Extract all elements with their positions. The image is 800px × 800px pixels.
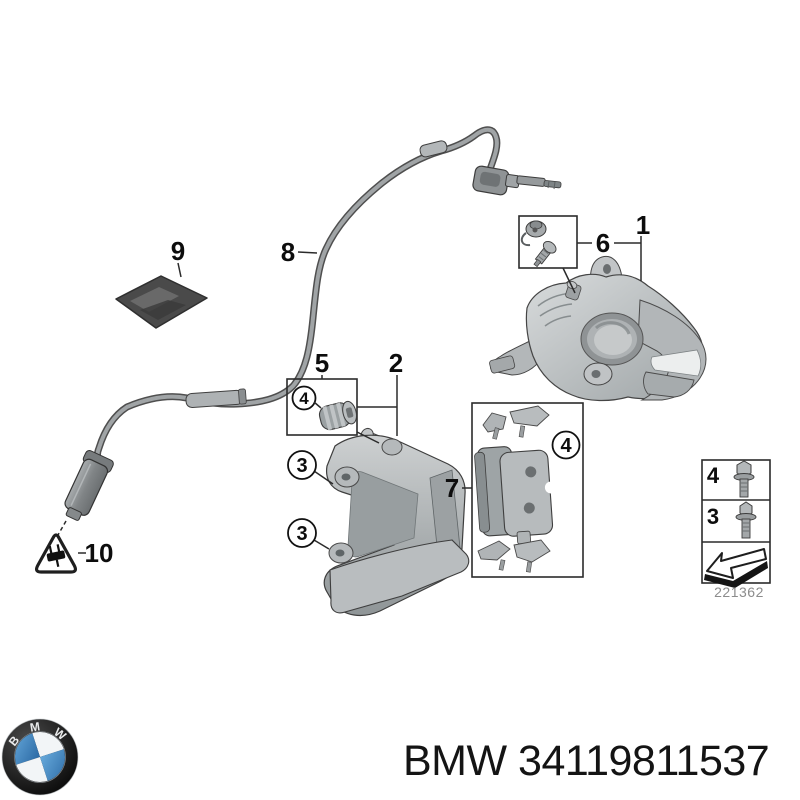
callout-9: 9 xyxy=(171,236,185,266)
logo-quadrants xyxy=(15,732,66,782)
bleeder-cap xyxy=(520,220,547,247)
callout-2: 2 xyxy=(389,348,403,378)
callout-1: 1 xyxy=(636,210,650,240)
circled-callout-4-pads: 4 xyxy=(560,435,572,457)
svg-text:3: 3 xyxy=(296,455,307,477)
callout-7: 7 xyxy=(445,473,459,503)
retaining-clips-top xyxy=(482,405,550,440)
sensor-cable xyxy=(64,126,562,521)
caliper-bottom-ear xyxy=(583,362,613,386)
callout-5: 5 xyxy=(315,348,329,378)
drawing-number: 221362 xyxy=(714,584,764,600)
bleeder-valve-box xyxy=(518,215,578,269)
brake-pads xyxy=(474,446,557,545)
circled-callout-3-upper: 3 xyxy=(287,450,317,480)
caliper-claw xyxy=(637,299,707,401)
legend-row-4-label: 4 xyxy=(707,463,720,488)
bleeder-screw xyxy=(533,240,557,268)
legend-box: 4 3 221362 xyxy=(701,459,771,600)
legend-row-3-label: 3 xyxy=(707,504,719,529)
direction-arrow-icon xyxy=(704,548,768,588)
brake-caliper xyxy=(489,255,707,402)
svg-text:3: 3 xyxy=(296,523,307,545)
brake-pads-box: 4 xyxy=(471,402,584,578)
circled-callout-4-bushing-ring xyxy=(291,385,317,411)
cable-connector xyxy=(64,450,114,521)
circled-callout-4-bushing: 4 xyxy=(299,389,309,408)
guide-bushing-box: 4 xyxy=(286,378,358,436)
caliper-wing-foot xyxy=(489,355,516,374)
plug-icon xyxy=(46,544,66,567)
caliper-bracket xyxy=(323,434,470,617)
guide-bushing xyxy=(318,400,357,431)
retaining-clips-bottom xyxy=(477,539,551,573)
circled-callout-4-pads-ring xyxy=(551,430,581,460)
grease-packet xyxy=(115,275,208,329)
logo-letter-m: M xyxy=(29,719,41,734)
callout-6: 6 xyxy=(596,228,610,258)
bracket-upper-boss xyxy=(334,466,360,488)
bolt-icon-row3 xyxy=(735,501,757,539)
caliper-piston-bore xyxy=(580,312,644,366)
warning-triangle-icon xyxy=(34,520,78,574)
bmw-logo: B M W xyxy=(1,718,79,796)
part-number-title: BMW 34119811537 xyxy=(403,737,769,785)
leader-lines xyxy=(78,236,642,554)
circled-callout-3-lower: 3 xyxy=(287,518,317,548)
cable-ferrule xyxy=(419,140,448,158)
callout-10: 10 xyxy=(85,538,114,568)
cable-sleeve xyxy=(185,388,247,409)
wear-sensor-head xyxy=(472,165,562,196)
bolt-icon-row4 xyxy=(733,460,755,498)
callout-8: 8 xyxy=(281,237,295,267)
bracket-lower-boss xyxy=(328,542,354,564)
